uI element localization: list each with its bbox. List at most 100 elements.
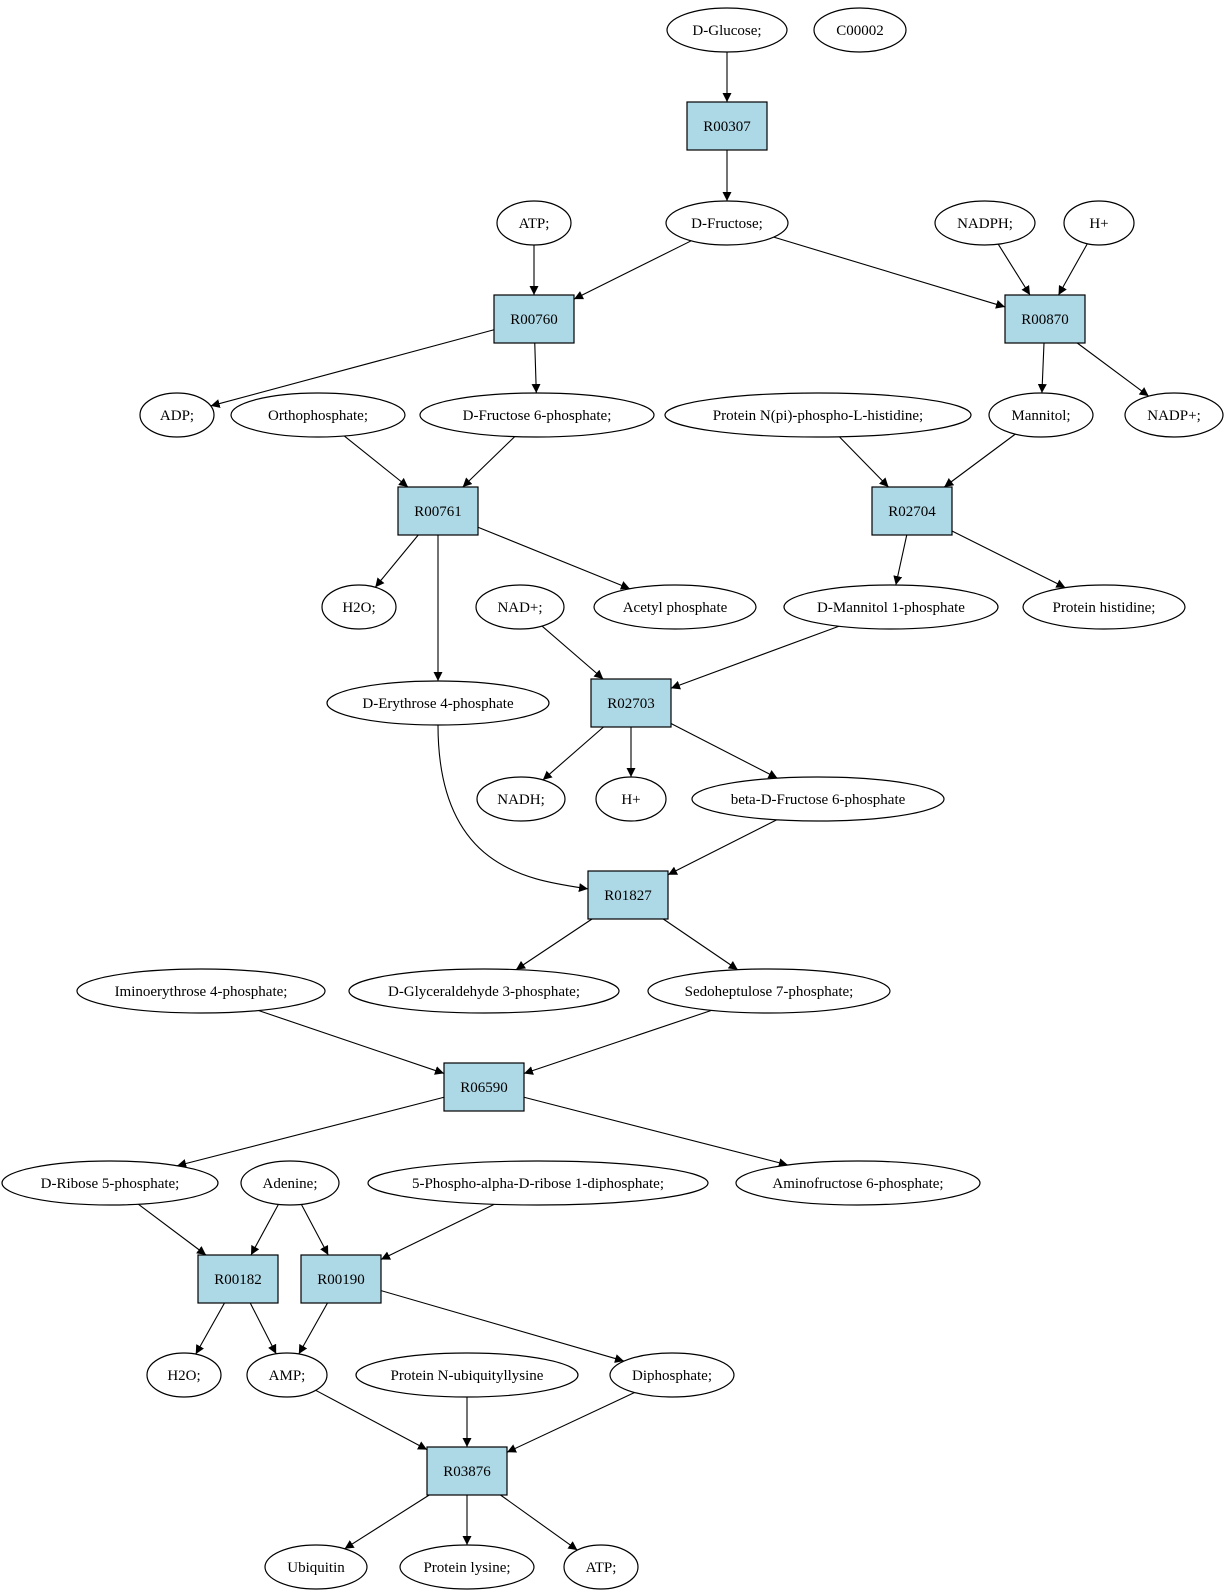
compound-node-diphosphate: Diphosphate; [609,1352,735,1398]
compound-node-g3p: D-Glyceraldehyde 3-phosphate; [348,968,620,1014]
edge-fructose-to-r00760 [573,240,692,300]
compound-ellipse [666,7,788,53]
edge-r01827-to-g3p [515,918,593,971]
compound-ellipse [146,1352,222,1398]
node-label: H2O; [167,1368,200,1384]
edge-amp-to-r03876 [315,1389,428,1451]
node-label: R02703 [607,696,655,712]
compound-ellipse [76,968,326,1014]
node-label: Iminoerythrose 4-phosphate; [115,984,288,1000]
node-label: R00182 [214,1272,262,1288]
compound-node-h2o2: H2O; [146,1352,222,1398]
edge-protein_npi-to-r02704 [838,436,889,488]
compound-ellipse [595,776,667,822]
edge-prpp-to-r00190 [380,1203,495,1261]
node-label: NADPH; [957,216,1013,232]
compound-ellipse [475,584,565,630]
node-label: D-Mannitol 1-phosphate [817,600,965,616]
reaction-box [587,870,669,920]
node-label: Aminofructose 6-phosphate; [772,1176,943,1192]
compound-node-c00002: C00002 [813,7,907,53]
compound-node-s7p: Sedoheptulose 7-phosphate; [647,968,891,1014]
edge-adenine-to-r00190 [300,1204,329,1256]
node-label: D-Glyceraldehyde 3-phosphate; [388,984,580,1000]
reaction-node-r00190: R00190 [300,1254,382,1304]
compound-ellipse [691,776,945,822]
compound-node-hplus1: H+ [1063,200,1135,246]
edge-orthophosphate-to-r00761 [343,435,409,488]
reaction-node-r06590: R06590 [443,1062,525,1112]
edge-r00190-to-diphosphate [380,1290,625,1363]
edges-layer [137,52,1150,1551]
edge-r03876-to-atp2 [500,1494,578,1551]
reaction-box [300,1254,382,1304]
compound-ellipse [1022,584,1186,630]
node-label: R06590 [460,1080,508,1096]
compound-node-bf6p: beta-D-Fructose 6-phosphate [691,776,945,822]
node-label: Acetyl phosphate [623,600,728,616]
node-label: NAD+; [497,600,542,616]
edge-r03876-to-ubiquitin [344,1494,430,1550]
node-label: ATP; [586,1560,617,1576]
compound-ellipse [783,584,999,630]
compound-node-hplus2: H+ [595,776,667,822]
node-label: D-Fructose 6-phosphate; [463,408,612,424]
edge-r00182-to-amp [249,1302,277,1355]
compound-node-fructose: D-Fructose; [665,200,789,246]
reaction-node-r00761: R00761 [397,486,479,536]
compound-node-glucose: D-Glucose; [666,7,788,53]
compound-ellipse [264,1544,368,1590]
compound-ellipse [647,968,891,1014]
node-label: Adenine; [263,1176,318,1192]
edge-adenine-to-r00182 [250,1204,279,1256]
reaction-node-r00307: R00307 [686,101,768,151]
compound-node-r5p: D-Ribose 5-phosphate; [1,1160,219,1206]
node-label: R00760 [510,312,558,328]
compound-node-acetylp: Acetyl phosphate [593,584,757,630]
compound-ellipse [664,392,972,438]
node-label: Diphosphate; [632,1368,712,1384]
edge-imino-to-r06590 [258,1009,445,1075]
compound-ellipse [230,392,406,438]
reaction-box [1004,294,1086,344]
node-label: Protein lysine; [423,1560,510,1576]
compound-ellipse [934,200,1036,246]
compound-node-amp: AMP; [246,1352,328,1398]
edge-nadph-to-r00870 [997,243,1031,296]
compound-node-ubiq_lys: Protein N-ubiquityllysine [355,1352,579,1398]
compound-node-mannitol1p: D-Mannitol 1-phosphate [783,584,999,630]
compound-ellipse [813,7,907,53]
reaction-node-r01827: R01827 [587,870,669,920]
compound-ellipse [665,200,789,246]
compound-node-nadplus: NAD+; [475,584,565,630]
edge-mannitol1p-to-r02703 [670,625,840,690]
compound-ellipse [1,1160,219,1206]
edge-bf6p-to-r01827 [667,819,778,876]
reaction-node-r02704: R02704 [871,486,953,536]
node-label: ADP; [160,408,194,424]
compound-ellipse [326,680,550,726]
compound-ellipse [609,1352,735,1398]
compound-node-nadh: NADH; [476,776,566,822]
node-label: C00002 [836,23,884,39]
node-label: R00761 [414,504,462,520]
compound-ellipse [246,1352,328,1398]
edge-r02703-to-nadh [542,726,604,781]
compound-node-h2o1: H2O; [321,584,397,630]
edge-r00761-to-h2o1 [374,534,419,588]
node-label: D-Erythrose 4-phosphate [362,696,514,712]
compound-node-e4p: D-Erythrose 4-phosphate [326,680,550,726]
compound-ellipse [321,584,397,630]
compound-node-protein_lys: Protein lysine; [399,1544,535,1590]
reaction-box [871,486,953,536]
reaction-box [443,1062,525,1112]
reaction-node-r02703: R02703 [590,678,672,728]
node-label: D-Ribose 5-phosphate; [41,1176,180,1192]
compound-ellipse [348,968,620,1014]
compound-ellipse [563,1544,639,1590]
compound-node-atp2: ATP; [563,1544,639,1590]
compound-node-nadph: NADPH; [934,200,1036,246]
edge-r00190-to-amp [298,1302,328,1355]
